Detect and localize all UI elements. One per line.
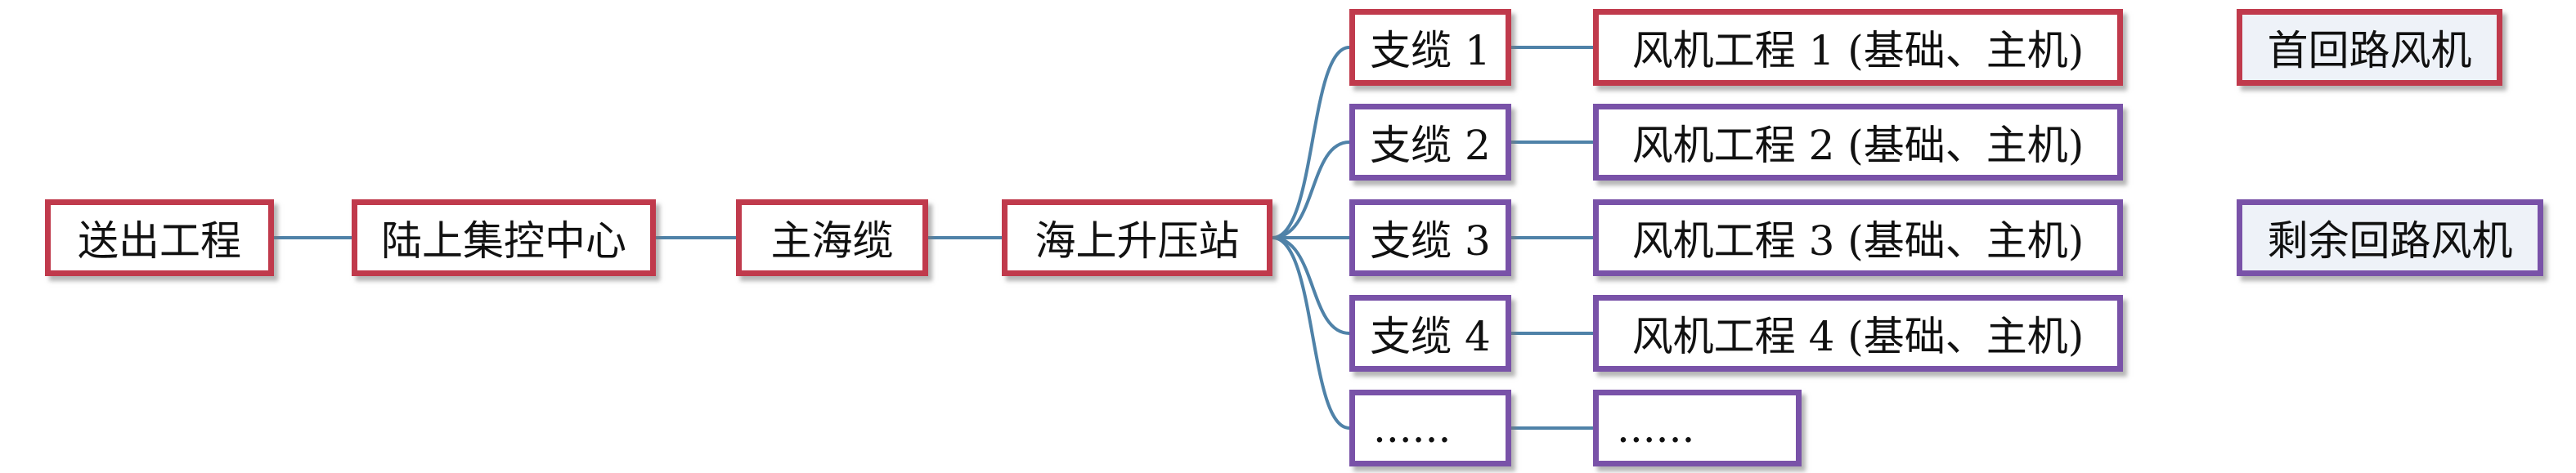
node-cable-4: 支缆 4 xyxy=(1349,295,1511,372)
legend-first-loop-label: 首回路风机 xyxy=(2267,27,2472,74)
turbine-4-label: 风机工程 4 (基础、主机) xyxy=(1631,313,2085,360)
node-export-label: 送出工程 xyxy=(78,217,241,265)
legend-first-loop: 首回路风机 xyxy=(2237,9,2502,86)
node-onshore-control-center: 陆上集控中心 xyxy=(352,199,656,276)
node-offshore-substation: 海上升压站 xyxy=(1002,199,1272,276)
node-cable-2: 支缆 2 xyxy=(1349,104,1511,181)
link-station-cable-more xyxy=(1272,236,1350,430)
link-station-cable-4 xyxy=(1272,236,1350,335)
legend-remaining-loop-label: 剩余回路风机 xyxy=(2267,217,2513,265)
node-onshore-label: 陆上集控中心 xyxy=(381,217,626,265)
node-export: 送出工程 xyxy=(45,199,274,276)
turbine-more-label: ...... xyxy=(1617,404,1695,452)
node-main-cable-label: 主海缆 xyxy=(770,217,894,265)
link-station-cable-1 xyxy=(1272,46,1350,239)
node-cable-3: 支缆 3 xyxy=(1349,199,1511,276)
cable-3-label: 支缆 3 xyxy=(1370,217,1491,265)
link-station-cable-2 xyxy=(1272,141,1350,239)
node-turbine-3: 风机工程 3 (基础、主机) xyxy=(1593,199,2123,276)
node-turbine-1: 风机工程 1 (基础、主机) xyxy=(1593,9,2123,86)
node-turbine-4: 风机工程 4 (基础、主机) xyxy=(1593,295,2123,372)
node-turbine-more: ...... xyxy=(1593,390,1802,466)
turbine-1-label: 风机工程 1 (基础、主机) xyxy=(1631,27,2085,74)
node-cable-1: 支缆 1 xyxy=(1349,9,1511,86)
node-turbine-2: 风机工程 2 (基础、主机) xyxy=(1593,104,2123,181)
cable-2-label: 支缆 2 xyxy=(1370,122,1491,169)
cable-more-label: ...... xyxy=(1373,404,1452,452)
node-cable-more: ...... xyxy=(1349,390,1511,466)
turbine-2-label: 风机工程 2 (基础、主机) xyxy=(1631,122,2085,169)
cable-1-label: 支缆 1 xyxy=(1370,27,1491,74)
cable-4-label: 支缆 4 xyxy=(1370,313,1491,360)
turbine-3-label: 风机工程 3 (基础、主机) xyxy=(1631,217,2085,265)
legend-remaining-loop: 剩余回路风机 xyxy=(2237,199,2543,276)
node-main-cable: 主海缆 xyxy=(736,199,928,276)
node-offshore-label: 海上升压站 xyxy=(1034,217,1240,265)
